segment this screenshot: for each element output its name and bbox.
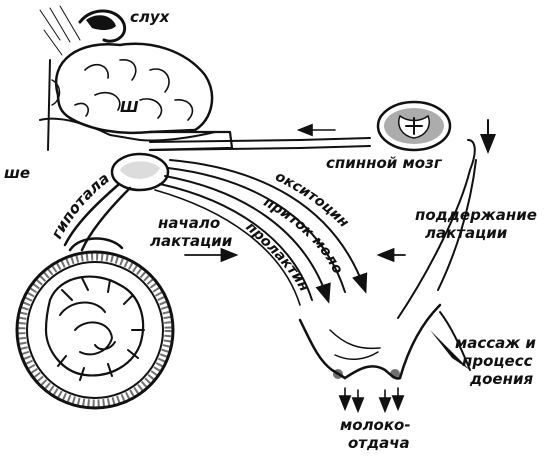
label-lactation-maintenance-line2: лактации [425,224,508,242]
label-brain-mark: Ш [120,98,139,116]
label-milk-release-line1: молоко- [340,416,411,434]
ear-icon [80,11,125,41]
label-spinal-cord: спинной мозг [326,154,443,172]
brain-illustration [40,6,370,190]
label-lactation-start-line2: лактации [150,232,233,250]
breast-illustration [300,305,470,410]
uterus-cross-section [17,238,173,408]
spinal-cord-cross-section [378,102,450,150]
label-lactation-maintenance-line1: поддержание [415,206,537,224]
label-lactation-start-line1: начало [158,214,220,232]
label-massage-line3: доения [469,370,533,388]
label-massage-line1: массаж и [455,334,536,352]
label-left-fragment: ше [4,164,30,182]
label-milk-release-line2: отдача [348,434,410,452]
label-hearing: слух [130,8,171,26]
label-massage-line2: процесс [462,352,533,370]
